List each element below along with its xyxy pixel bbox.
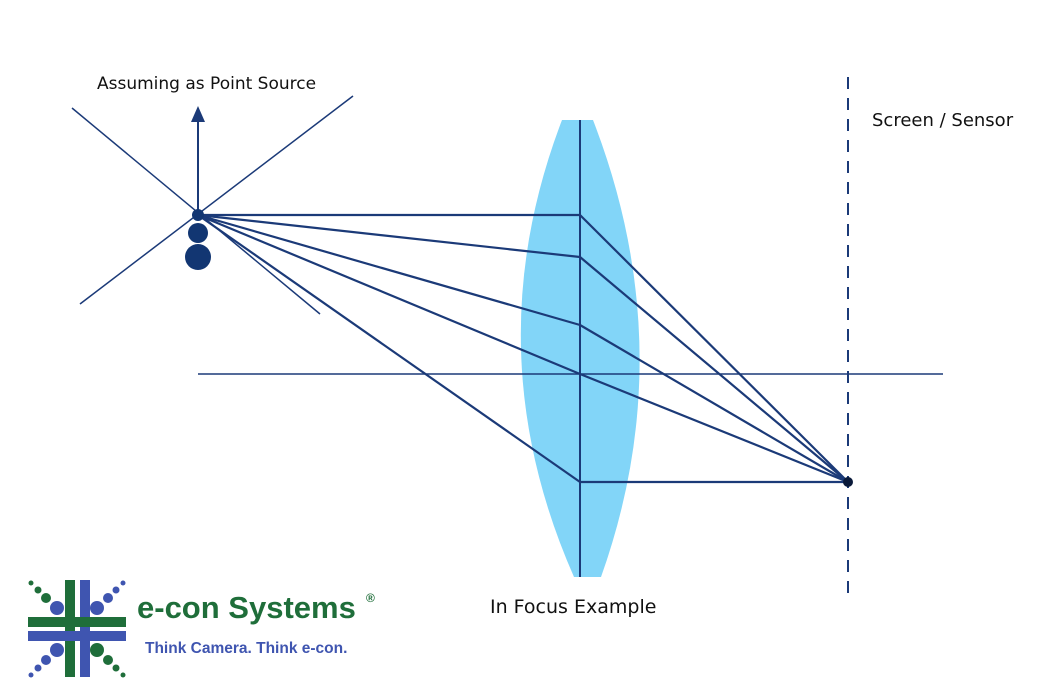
- ray-2-incident: [197, 213, 581, 259]
- ray-3-incident: [197, 213, 581, 327]
- ray-5-incident: [197, 214, 581, 483]
- point-source-dot: [192, 209, 204, 221]
- logo-registered-mark: ®: [366, 591, 375, 605]
- logo-tagline: Think Camera. Think e-con.: [145, 640, 347, 657]
- logo-name: e-con Systems: [137, 590, 356, 625]
- logo-mark: [28, 580, 126, 678]
- ray-4-refracted: [579, 372, 849, 484]
- ray-3-refracted: [579, 324, 849, 483]
- sensor-label: Screen / Sensor: [872, 110, 1014, 131]
- refracted-rays: [579, 214, 849, 484]
- ray-4-incident: [197, 213, 581, 376]
- incident-rays: [197, 213, 581, 483]
- arrow-up-icon: [191, 106, 205, 122]
- ray-2-refracted: [579, 256, 849, 483]
- e-con-systems-logo: e-con Systems ® Think Camera. Think e-co…: [28, 580, 375, 678]
- source-dot-medium: [188, 223, 208, 243]
- point-source-label: Assuming as Point Source: [97, 74, 316, 94]
- ray-1-refracted: [579, 214, 849, 483]
- focus-point-dot: [843, 477, 853, 487]
- source-diagonal-2: [79, 95, 354, 305]
- diagram-caption: In Focus Example: [490, 596, 656, 618]
- source-dot-large: [185, 244, 211, 270]
